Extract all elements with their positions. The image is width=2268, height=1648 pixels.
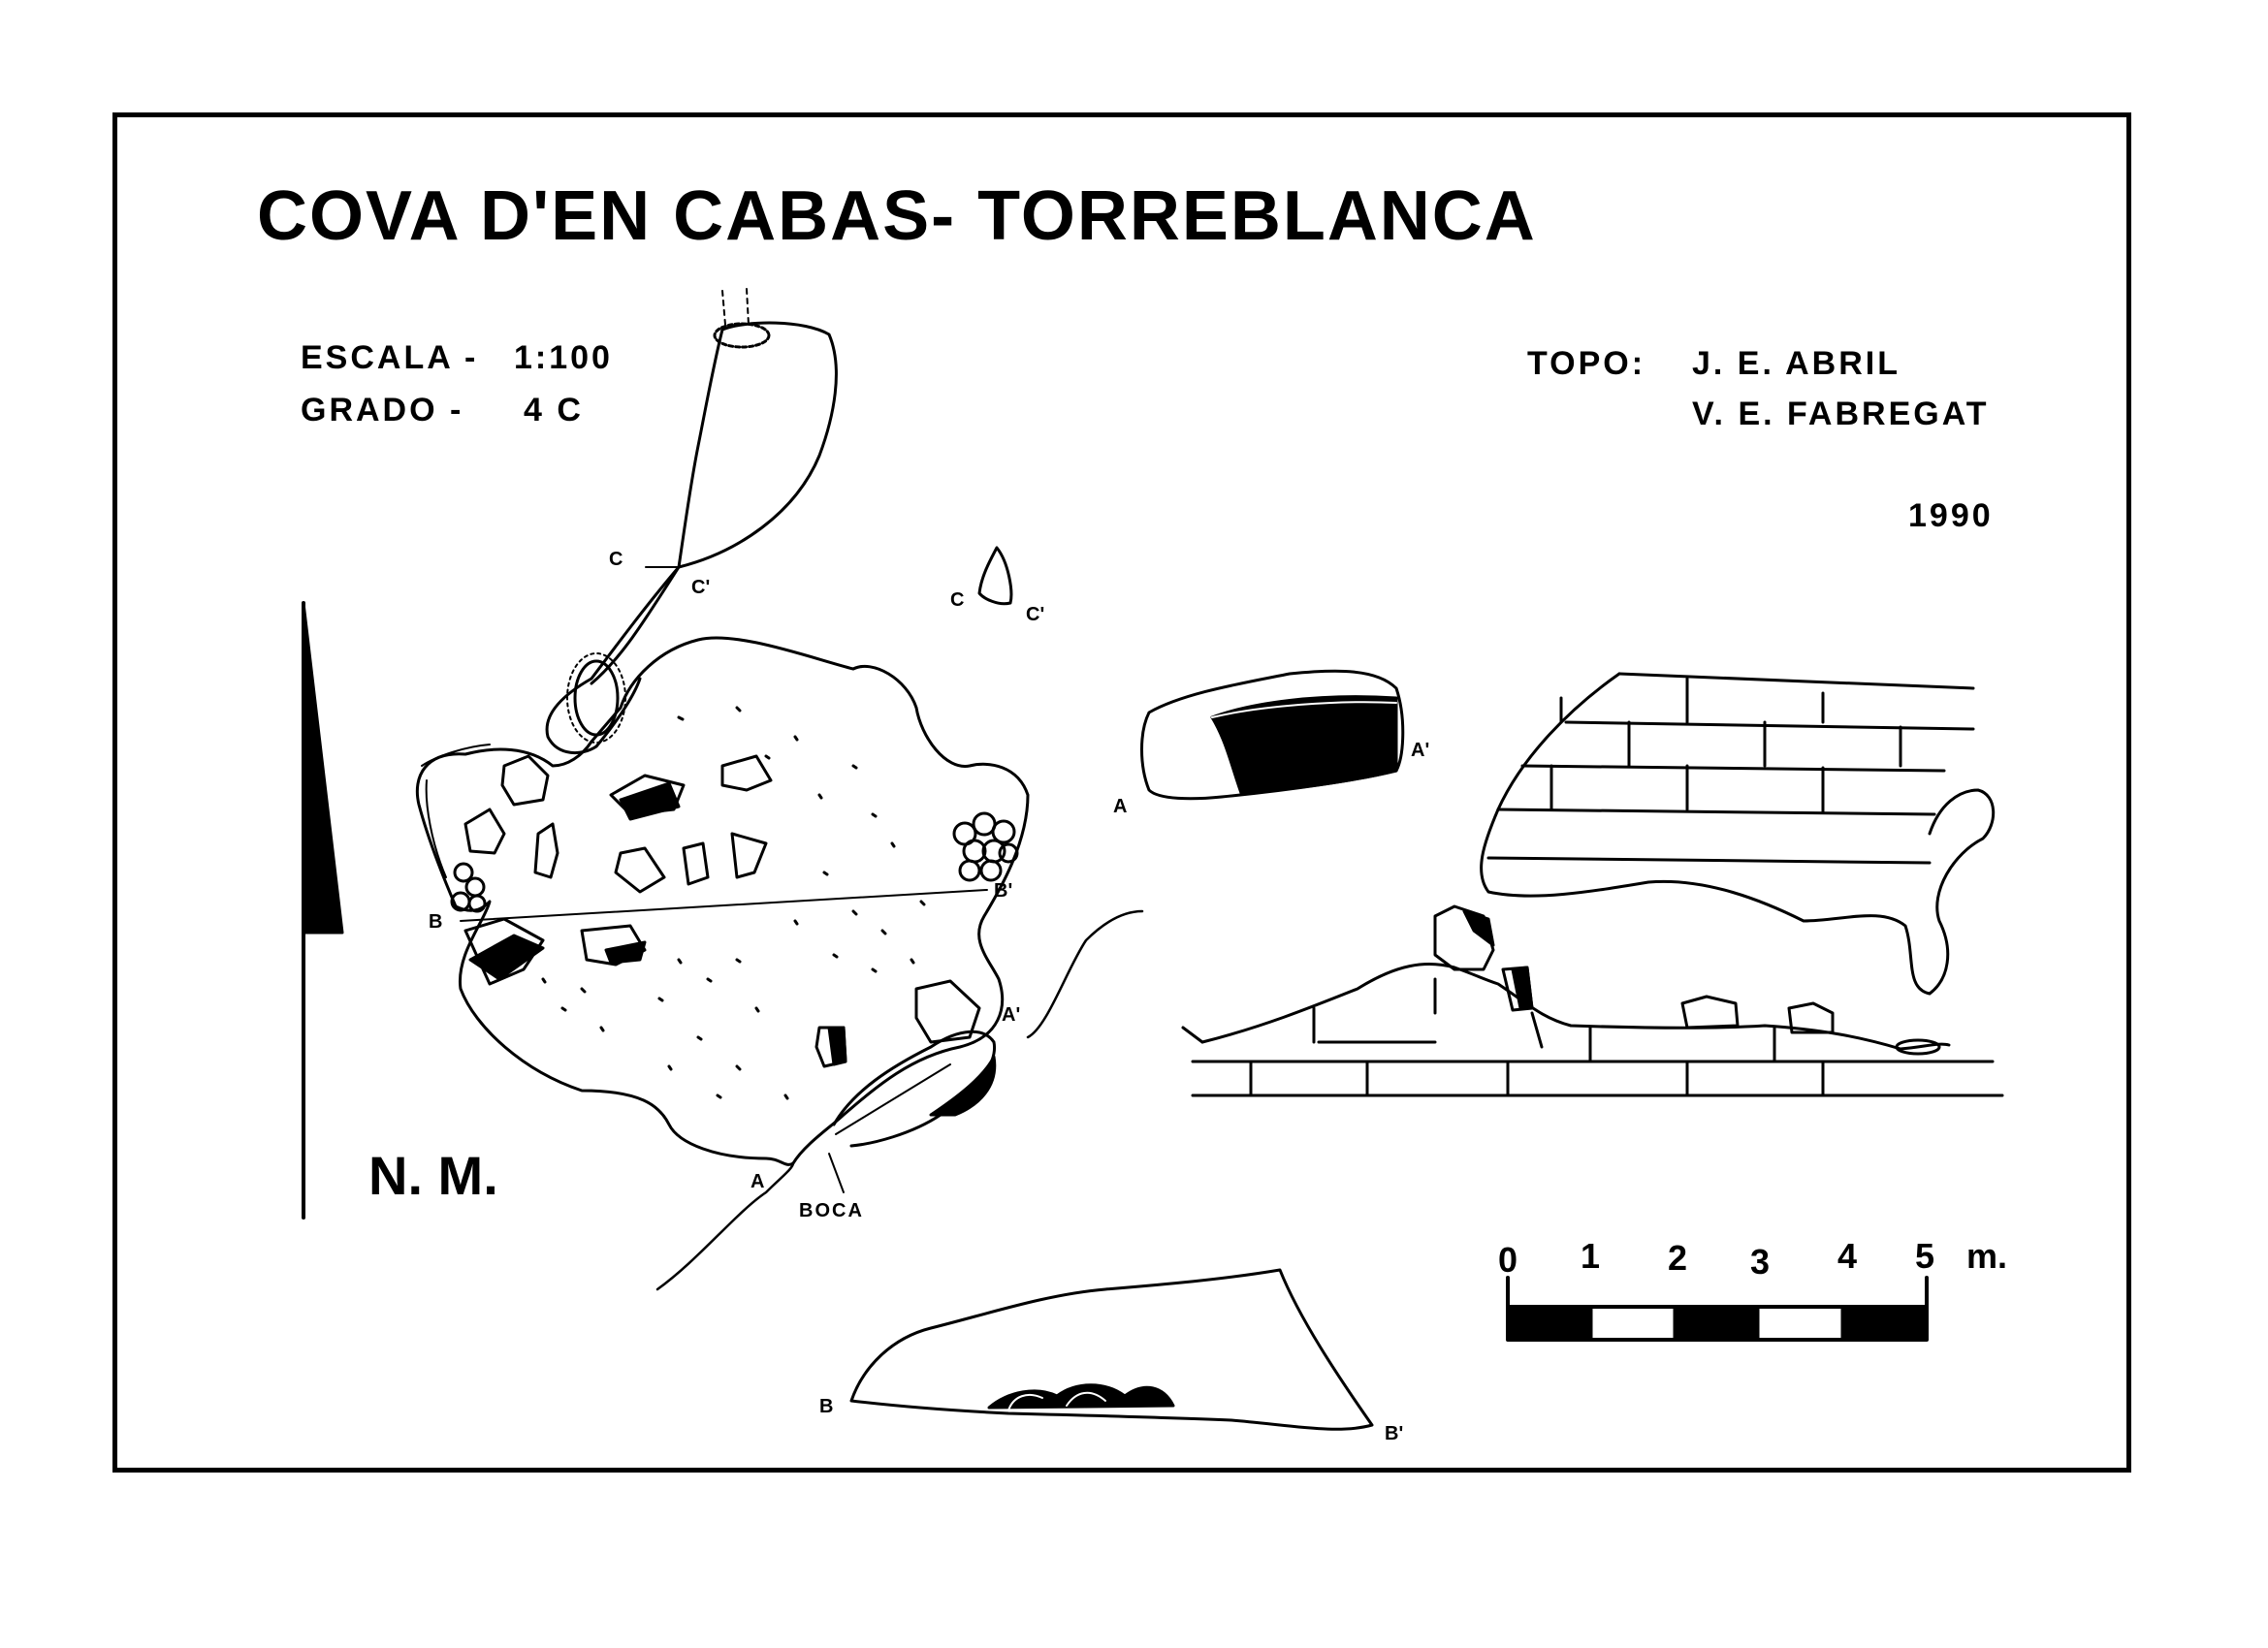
author-1: J. E. ABRIL — [1692, 345, 1901, 382]
scale-label: ESCALA - — [301, 339, 479, 376]
grade-value: 4 C — [524, 392, 584, 428]
topo-label: TOPO: — [1527, 345, 1646, 382]
label-b-section: B — [819, 1396, 833, 1417]
label-a-section: A — [1113, 796, 1127, 817]
label-b-prime-section: B' — [1385, 1423, 1403, 1444]
label-a-prime-section: A' — [1411, 740, 1429, 761]
north-arrow-icon — [302, 601, 344, 1220]
label-c-prime-section: C' — [1026, 604, 1044, 625]
scale-unit: m. — [1966, 1236, 2007, 1276]
profile-section — [1181, 672, 2004, 1097]
section-a-a-prime — [1140, 669, 1405, 801]
plan-sediment-dots — [541, 706, 926, 1100]
grade-label: GRADO - — [301, 392, 464, 428]
label-a-prime: A' — [1002, 1004, 1020, 1026]
label-a: A — [751, 1171, 764, 1192]
scale-value: 1:100 — [514, 339, 613, 376]
map-title: COVA D'EN CABAS- TORREBLANCA — [257, 177, 1537, 255]
scale-tick-3: 3 — [1750, 1242, 1770, 1282]
plan-main-chamber — [415, 636, 1030, 1166]
scale-tick-5: 5 — [1915, 1236, 1934, 1276]
label-b-prime: B' — [994, 880, 1012, 902]
section-b-b-prime — [849, 1268, 1374, 1431]
section-c-c-prime — [977, 546, 1013, 606]
plan-upper-gallery — [545, 288, 838, 755]
scale-tick-4: 4 — [1837, 1236, 1857, 1276]
survey-year: 1990 — [1908, 497, 1994, 534]
plan-terrain-lines — [655, 909, 1144, 1291]
map-frame — [112, 112, 2131, 1473]
label-c: C — [609, 549, 623, 570]
scale-bar — [1506, 1276, 1929, 1342]
author-2: V. E. FABREGAT — [1692, 396, 1990, 432]
entrance-label: BOCA — [799, 1200, 864, 1221]
label-b: B — [429, 911, 442, 933]
label-c-section: C — [950, 589, 964, 611]
scale-tick-2: 2 — [1668, 1238, 1687, 1278]
scale-tick-0: 0 — [1498, 1240, 1517, 1280]
plan-boulders — [450, 754, 1019, 1068]
label-c-prime: C' — [691, 577, 710, 598]
north-label: N. M. — [368, 1145, 498, 1206]
scale-tick-1: 1 — [1581, 1236, 1600, 1276]
